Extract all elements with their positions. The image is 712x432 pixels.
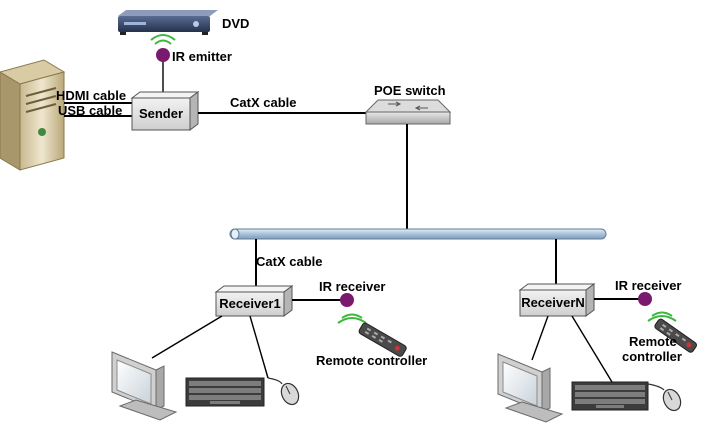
monitor-icon bbox=[497, 353, 564, 423]
poe-switch-label: POE switch bbox=[374, 83, 446, 98]
network-bus bbox=[229, 228, 607, 240]
keyboard-icon bbox=[571, 381, 649, 411]
ir-emitter-waves bbox=[150, 34, 176, 45]
usb-cable-label: USB cable bbox=[58, 103, 122, 118]
ir-receiver-n-dot bbox=[638, 292, 652, 306]
ir-receiver-1-dot bbox=[340, 293, 354, 307]
mouse-icon bbox=[267, 377, 300, 406]
catx-cable-top-label: CatX cable bbox=[230, 95, 296, 110]
ir-emitter-dot bbox=[156, 48, 170, 62]
poe-switch-icon bbox=[364, 99, 452, 125]
receiver1-monitor-line bbox=[151, 315, 223, 359]
dvd-label: DVD bbox=[222, 16, 249, 31]
receiver1-keyboard-line bbox=[249, 315, 269, 379]
ir-receiver-n-waves bbox=[647, 311, 677, 322]
remote-control-icon bbox=[654, 318, 698, 353]
mouse-icon bbox=[647, 383, 682, 412]
receiverN-monitor-line bbox=[531, 315, 549, 361]
remote-controller-1-label: Remote controller bbox=[316, 353, 427, 368]
ir-receiver-1-waves bbox=[337, 313, 367, 324]
receiver1-label: Receiver1 bbox=[219, 296, 280, 311]
remote-controller-n-label-line2: controller bbox=[622, 349, 682, 364]
sender-box bbox=[130, 91, 200, 131]
receiverN-box bbox=[518, 283, 596, 317]
catx-cable-receiver-label: CatX cable bbox=[256, 254, 322, 269]
receiverN-keyboard-line bbox=[571, 315, 613, 383]
pc-tower-icon bbox=[0, 59, 66, 171]
keyboard-icon bbox=[185, 377, 265, 407]
receiver1-box bbox=[214, 285, 294, 317]
dvd-player-icon bbox=[118, 10, 218, 35]
ir-receiver-1-label: IR receiver bbox=[319, 279, 386, 294]
hdmi-cable-label: HDMI cable bbox=[56, 88, 126, 103]
monitor-icon bbox=[111, 351, 178, 421]
ir-emitter-label: IR emitter bbox=[172, 49, 232, 64]
ir-receiver-n-label: IR receiver bbox=[615, 278, 682, 293]
receiverN-label: ReceiverN bbox=[521, 295, 585, 310]
remote-control-icon bbox=[358, 322, 407, 357]
remote-controller-n-label-line1: Remote bbox=[629, 334, 677, 349]
sender-label: Sender bbox=[139, 106, 183, 121]
